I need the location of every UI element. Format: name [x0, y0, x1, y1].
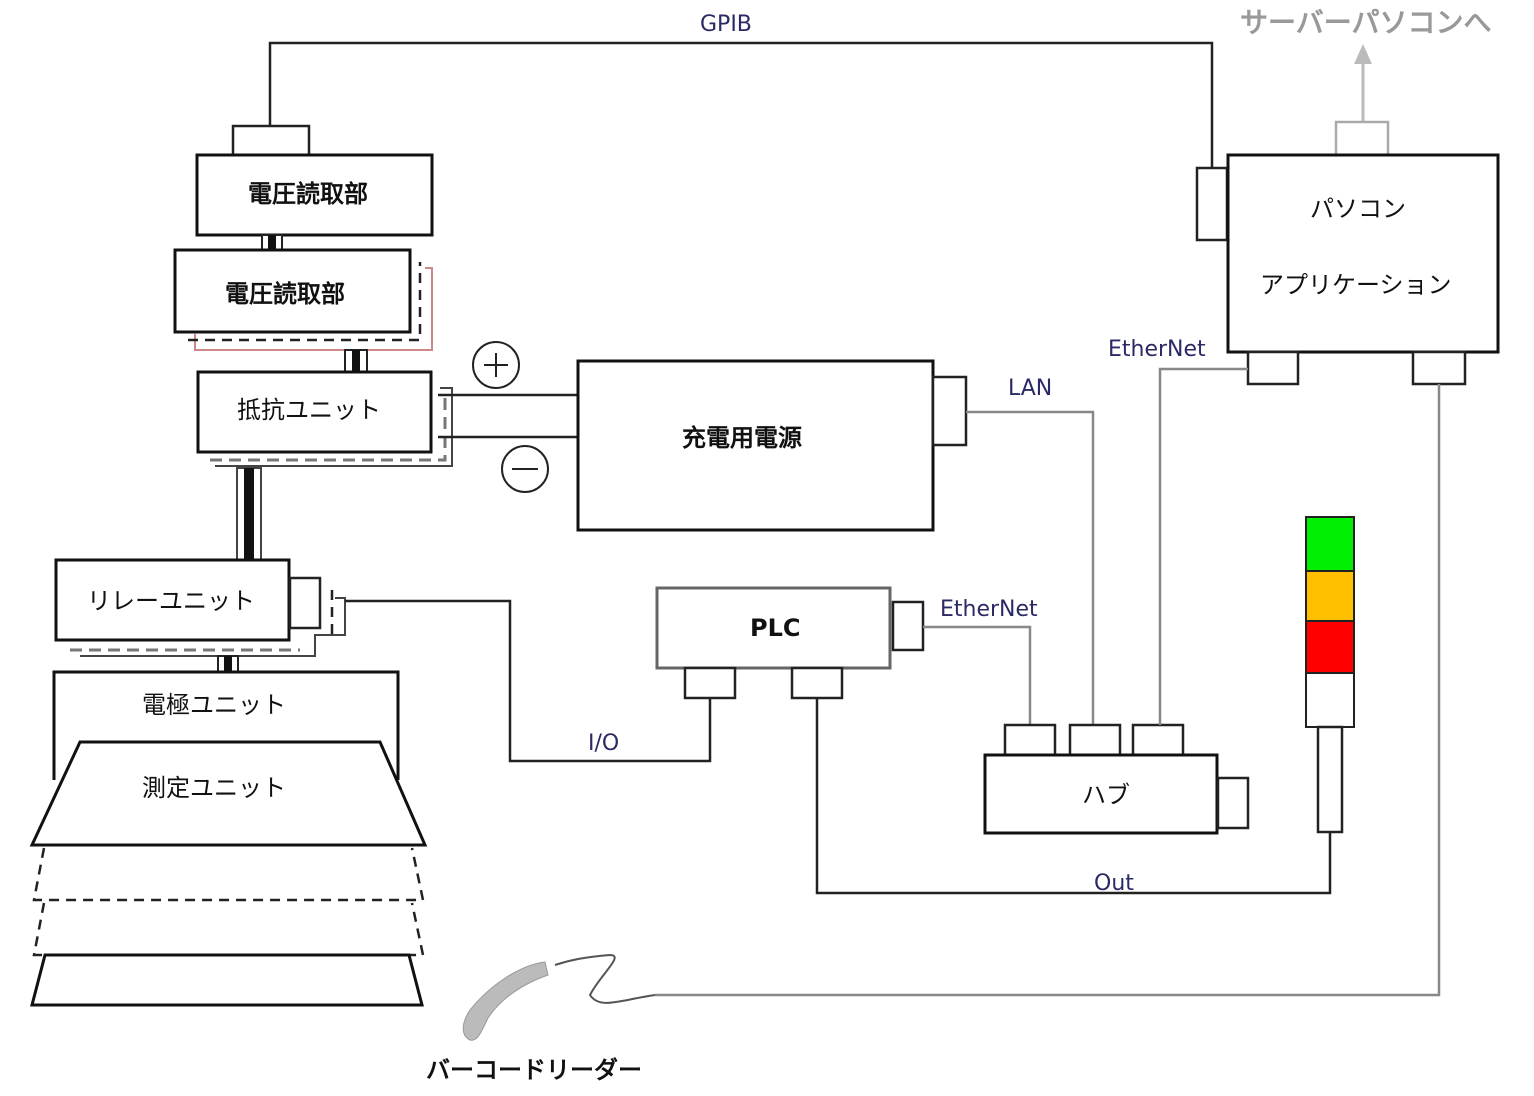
pc: パソコン アプリケーション — [1195, 120, 1500, 386]
voltage-reader-1: 電圧読取部 — [195, 124, 434, 237]
server-connection: サーバーパソコンへ — [1240, 6, 1491, 122]
gpib-label: GPIB — [700, 12, 752, 37]
bus-connector — [344, 349, 368, 373]
measurement-unit-label: 測定ユニット — [142, 774, 286, 802]
signal-tower-pole — [1316, 725, 1344, 834]
relay-unit-label: リレーユニット — [87, 587, 255, 615]
hub-label: ハブ — [1082, 781, 1130, 809]
voltage-reader-2-label: 電圧読取部 — [225, 280, 345, 308]
relay-unit: リレーユニット — [54, 558, 346, 657]
lan-label: LAN — [1008, 376, 1052, 401]
gpib-connection: GPIB — [268, 12, 1214, 168]
signal-light-red — [1305, 620, 1355, 674]
signal-light-yellow — [1305, 570, 1355, 622]
charging-power-supply-label: 充電用電源 — [682, 424, 802, 452]
lan-connection: LAN — [966, 376, 1095, 725]
out-connection: Out — [815, 698, 1332, 896]
pc-label: パソコン — [1310, 195, 1406, 223]
plc-ethernet-connection: EtherNet — [923, 597, 1038, 725]
io-label: I/O — [588, 731, 619, 756]
hub: ハブ — [983, 723, 1250, 835]
barcode-scanner-icon — [462, 961, 549, 1041]
signal-tower — [1305, 516, 1355, 834]
pc-ethernet-label: EtherNet — [1108, 337, 1206, 362]
barcode-reader-label: バーコードリーダー — [426, 1056, 642, 1084]
out-label: Out — [1094, 871, 1134, 896]
electrode-unit-label: 電極ユニット — [142, 691, 286, 719]
plc-ethernet-label: EtherNet — [940, 597, 1038, 622]
resistor-unit-label: 抵抗ユニット — [237, 396, 381, 424]
bus-connector — [217, 655, 239, 673]
voltage-reader-2: 電圧読取部 — [173, 248, 433, 351]
barcode-connection — [554, 384, 1441, 1004]
voltage-reader-1-label: 電圧読取部 — [248, 180, 368, 208]
plc-label: PLC — [750, 614, 801, 642]
signal-light-green — [1305, 516, 1355, 572]
arrow-up-icon — [1354, 44, 1372, 64]
measurement-unit: 測定ユニット — [29, 740, 428, 1007]
bus-connector — [236, 467, 262, 561]
resistor-unit: 抵抗ユニット — [196, 370, 453, 467]
pc-ethernet-connection: EtherNet — [1108, 337, 1248, 725]
io-connection: I/O — [345, 599, 712, 763]
pc-application-label: アプリケーション — [1260, 271, 1452, 299]
signal-light-white — [1305, 672, 1355, 728]
plc: PLC — [655, 586, 925, 700]
barcode-reader: バーコードリーダー — [426, 961, 642, 1084]
server-label: サーバーパソコンへ — [1240, 6, 1491, 39]
power-wires — [438, 341, 578, 493]
charging-power-supply: 充電用電源 — [576, 359, 968, 532]
